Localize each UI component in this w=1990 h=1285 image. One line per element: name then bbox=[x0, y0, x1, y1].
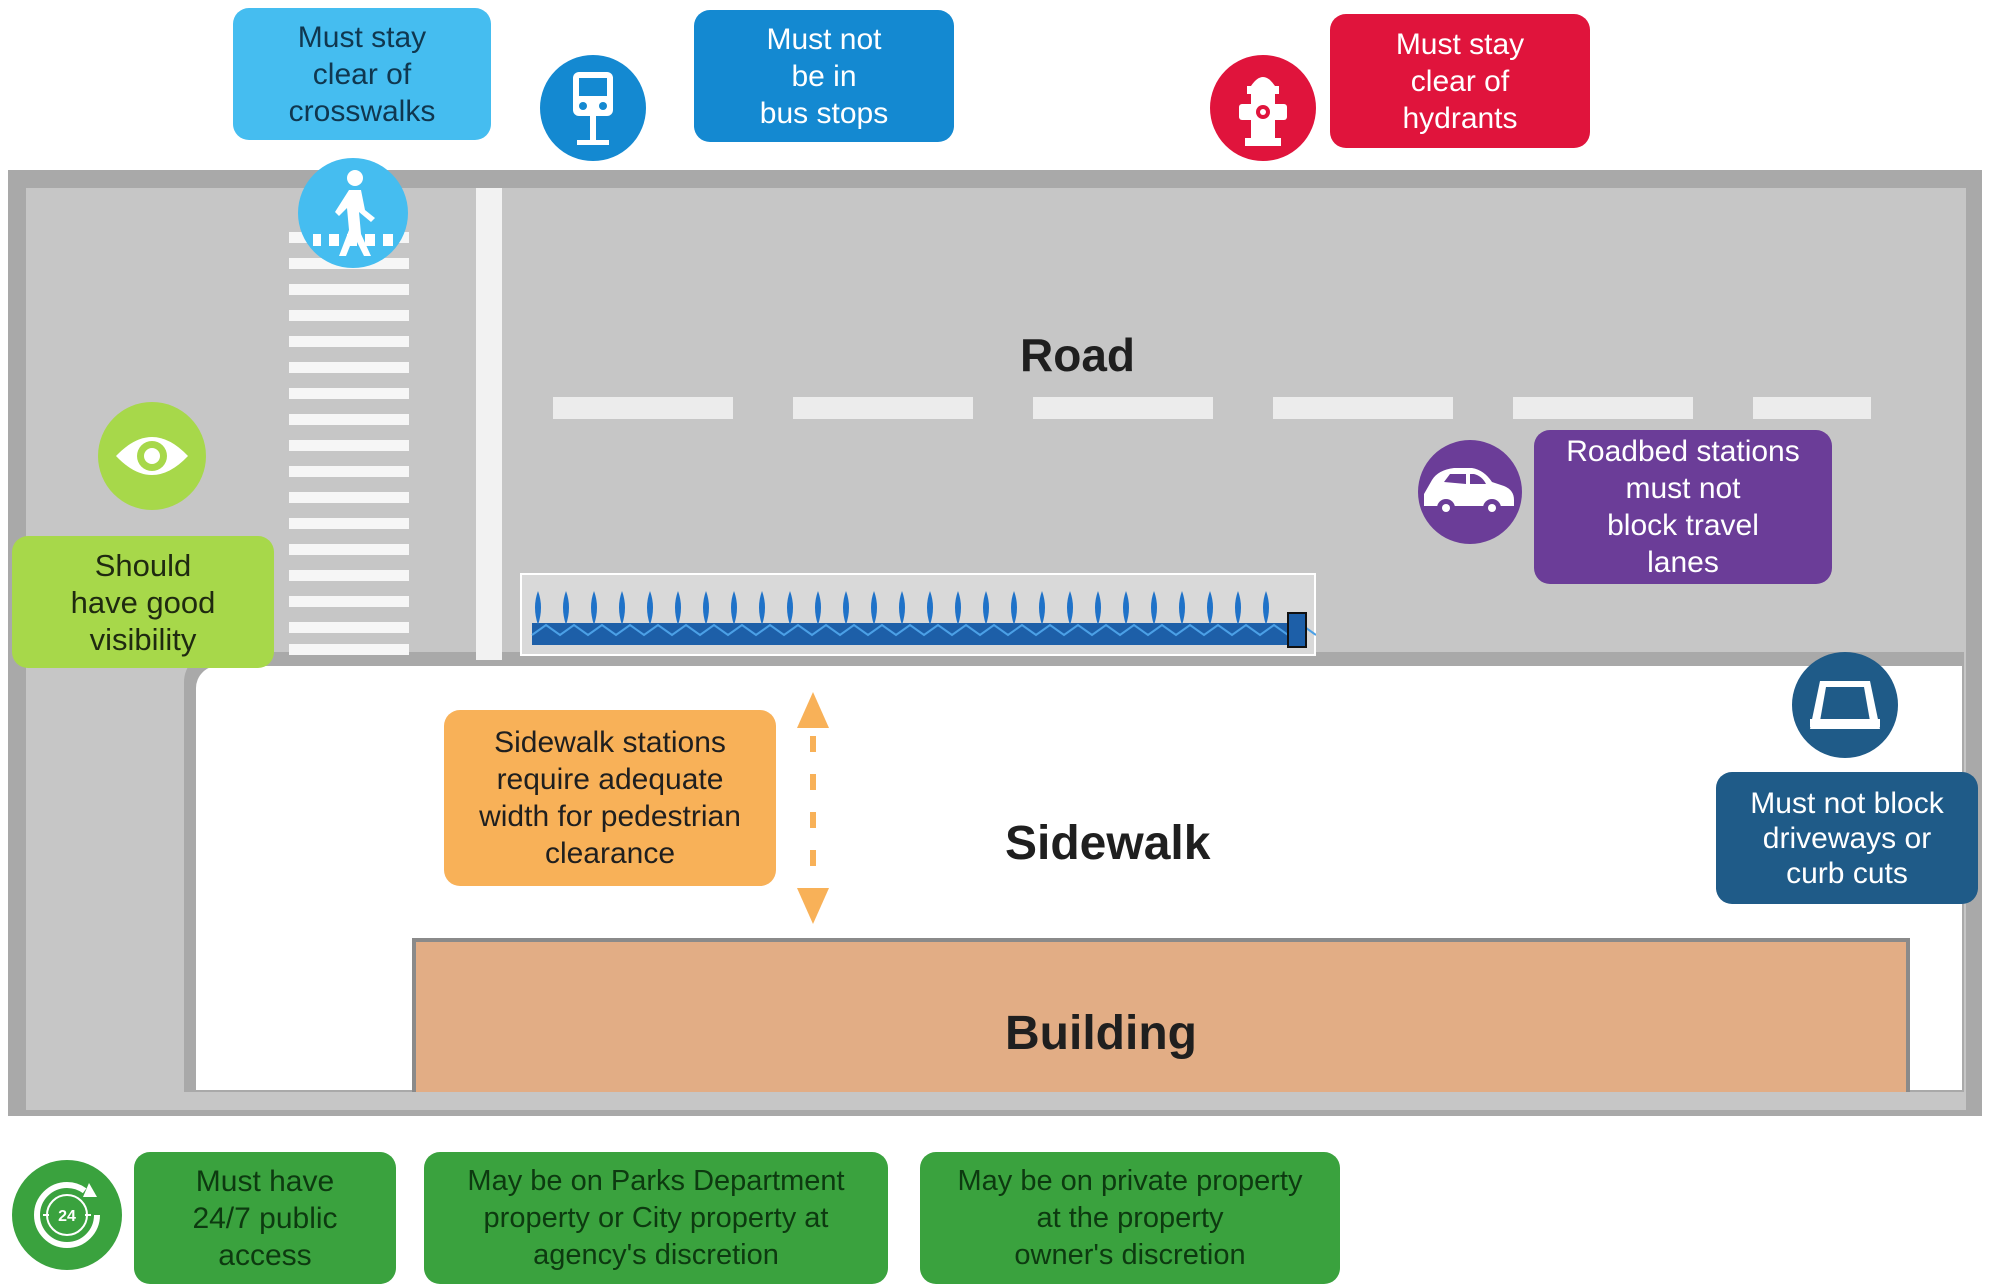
stop-line bbox=[476, 188, 502, 660]
building-label: Building bbox=[1005, 1007, 1197, 1060]
driveway-icon bbox=[1792, 652, 1898, 758]
building-area bbox=[412, 938, 1910, 1092]
clearance-arrow-icon bbox=[797, 692, 829, 924]
clock-24-label: 24 bbox=[58, 1208, 76, 1225]
callout-crosswalks: Must stay clear of crosswalks bbox=[233, 8, 491, 140]
callout-hydrants: Must stay clear of hydrants bbox=[1330, 14, 1590, 148]
callout-roadbed: Roadbed stations must not block travel l… bbox=[1534, 430, 1832, 584]
callout-sidewalk-width: Sidewalk stations require adequate width… bbox=[444, 710, 776, 886]
callout-bus-stops: Must not be in bus stops bbox=[694, 10, 954, 142]
bike-station-icon bbox=[520, 573, 1317, 656]
bus-stop-icon bbox=[540, 55, 646, 161]
callout-parks: May be on Parks Department property or C… bbox=[424, 1152, 888, 1284]
callout-visibility: Should have good visibility bbox=[12, 536, 274, 668]
sidewalk-label: Sidewalk bbox=[1005, 817, 1211, 870]
callout-public-access: Must have 24/7 public access bbox=[134, 1152, 396, 1284]
hydrant-icon bbox=[1210, 55, 1316, 161]
car-icon bbox=[1418, 440, 1522, 544]
eye-icon bbox=[98, 402, 206, 510]
road-label: Road bbox=[1020, 329, 1135, 381]
callout-driveways: Must not block driveways or curb cuts bbox=[1716, 772, 1978, 904]
pedestrian-icon bbox=[298, 158, 408, 268]
callout-private: May be on private property at the proper… bbox=[920, 1152, 1340, 1284]
clock-24-icon: 24 bbox=[12, 1160, 122, 1270]
